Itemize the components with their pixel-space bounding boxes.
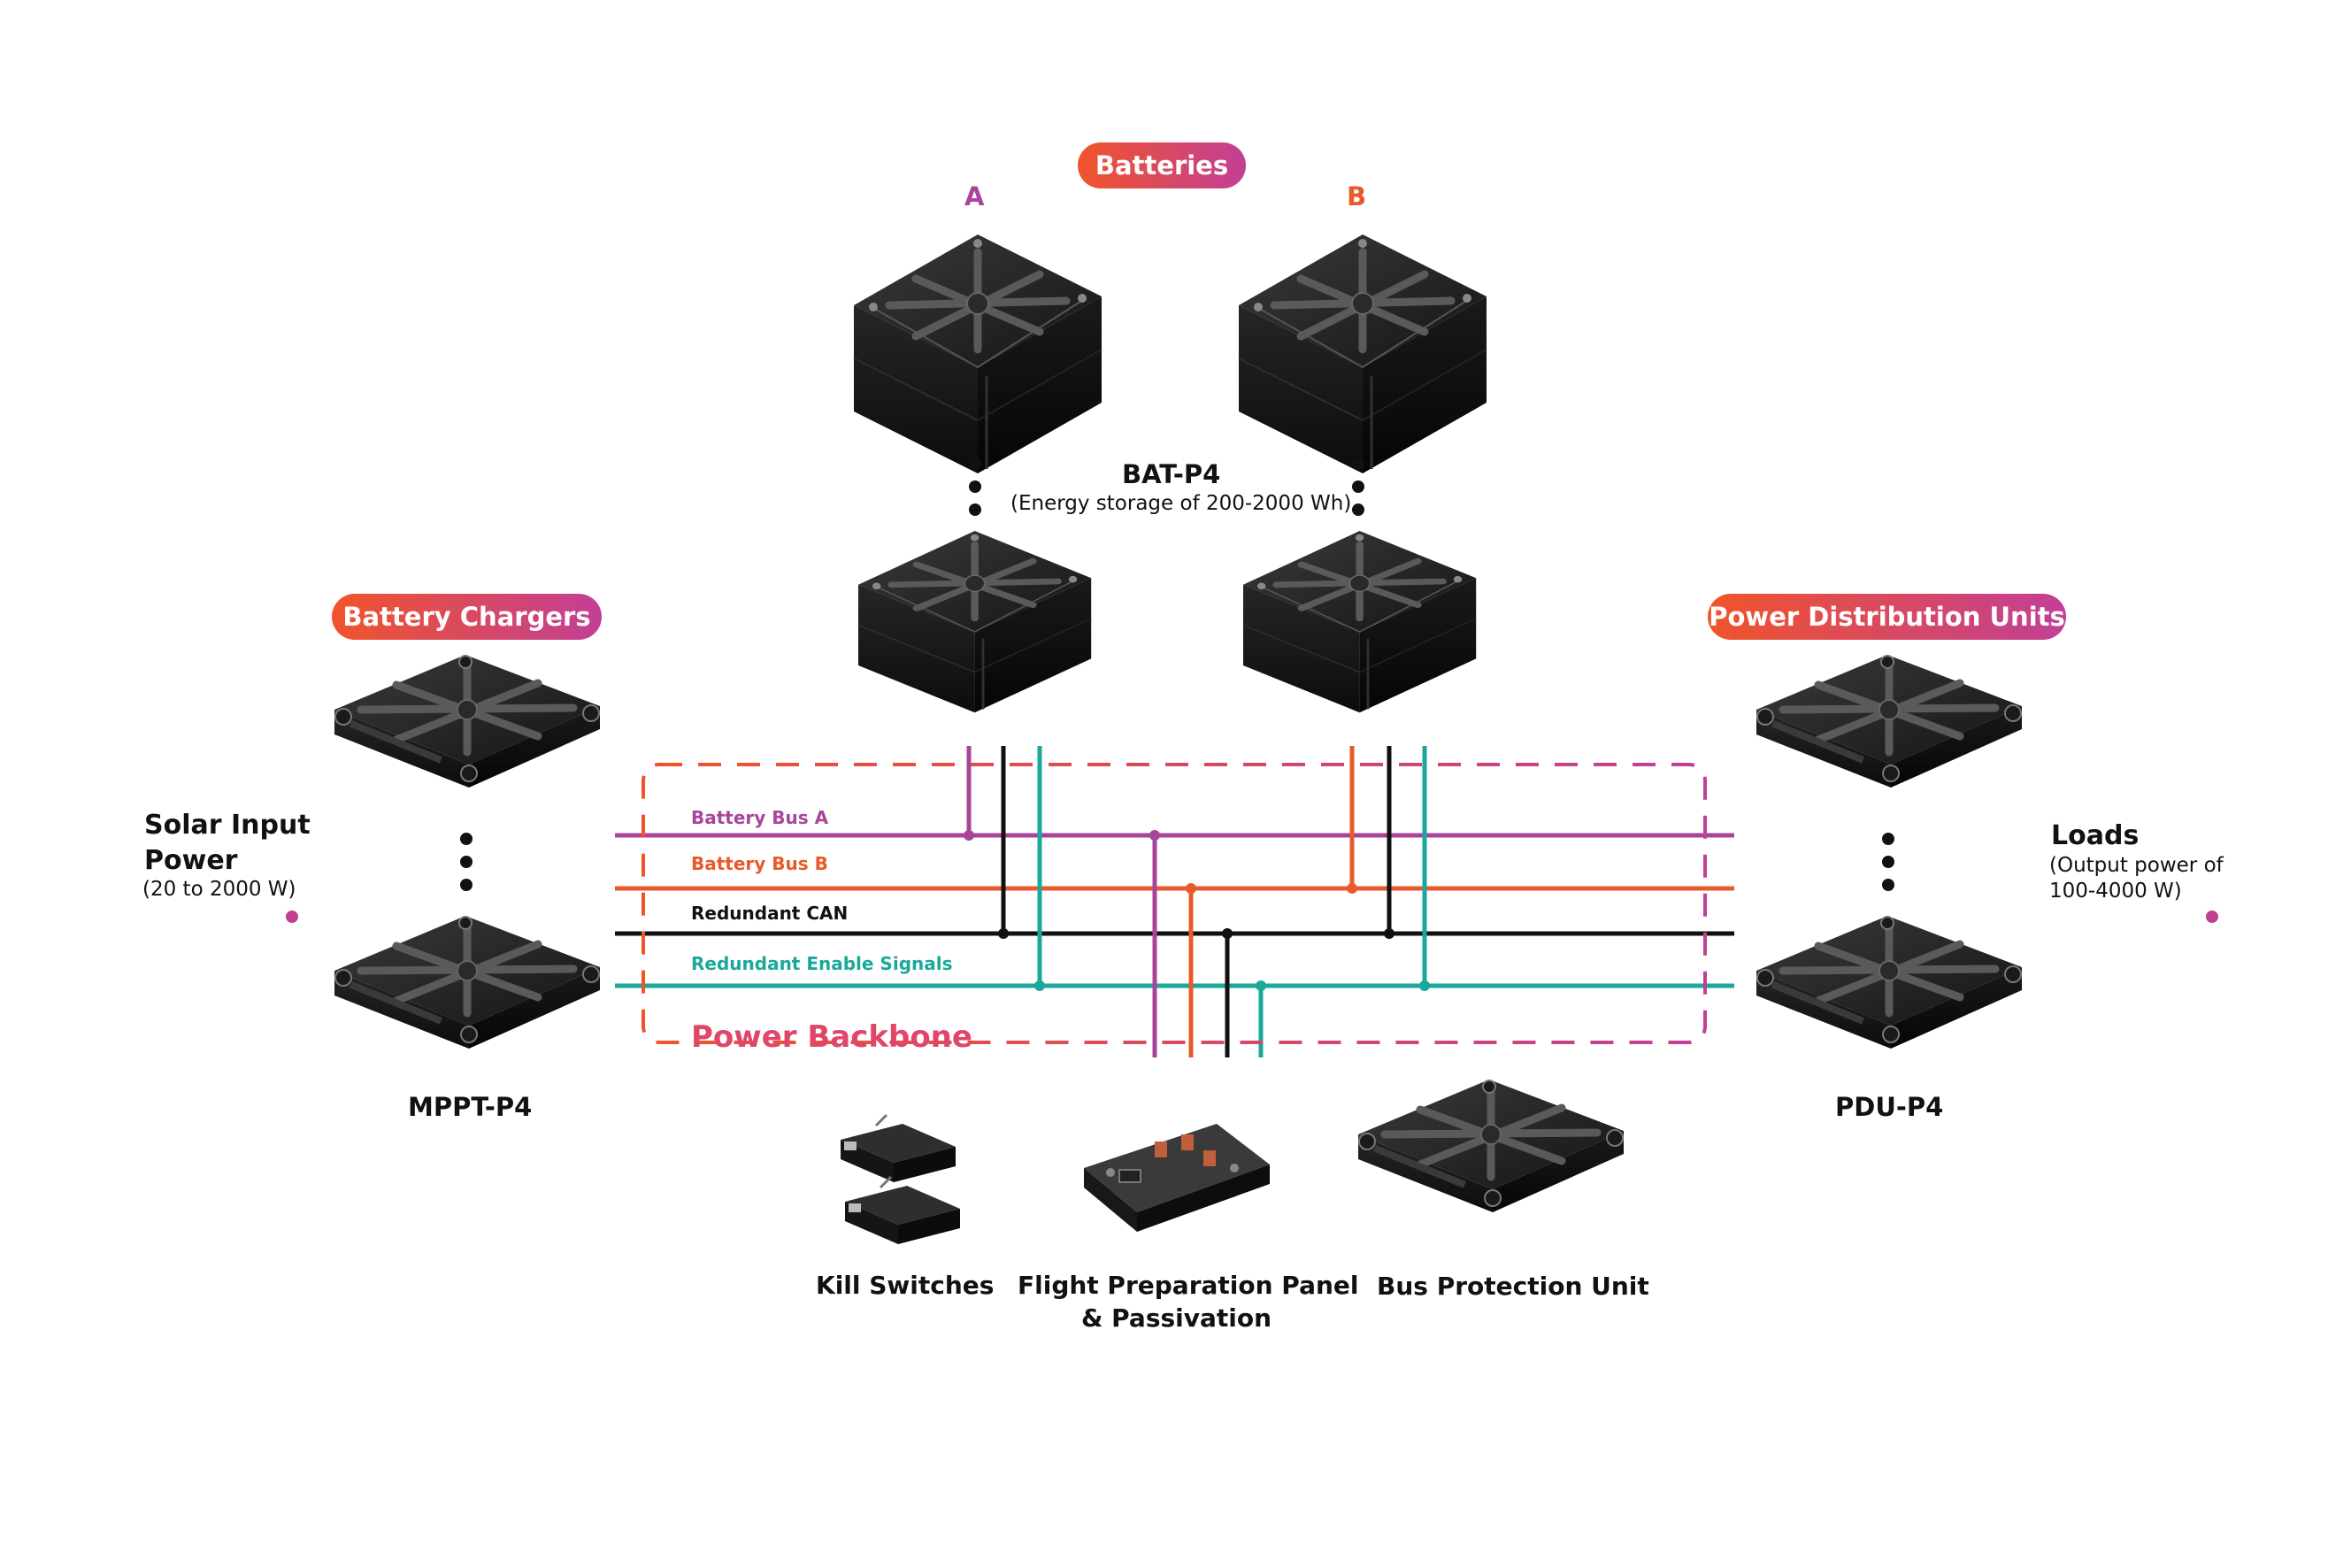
pdu-unit-top <box>1756 655 2022 788</box>
can-label: Redundant CAN <box>691 903 849 924</box>
battery-model-label: BAT-P4 <box>1122 459 1221 489</box>
solar-input-caption: (20 to 2000 W) <box>142 878 296 901</box>
charger-ellipsis <box>460 833 473 891</box>
battery-caption: (Energy storage of 200-2000 Wh) <box>1010 492 1352 515</box>
charger-unit-top <box>334 655 600 788</box>
enable-signals-label: Redundant Enable Signals <box>691 953 953 974</box>
flight-prep-panel-device <box>1084 1124 1270 1232</box>
bus-a-label: Battery Bus A <box>691 807 829 828</box>
backbone-buses <box>615 746 1734 1057</box>
battery-a-top <box>854 234 1102 473</box>
kill-switch-unit-2 <box>843 1175 962 1246</box>
charger-unit-bottom <box>334 916 600 1049</box>
flight-prep-panel-label-line1: Flight Preparation Panel <box>1018 1271 1359 1300</box>
battery-a-bottom <box>858 531 1091 712</box>
pdu-unit-bottom <box>1756 916 2022 1049</box>
loads-title: Loads <box>2051 820 2140 851</box>
power-backbone-boundary <box>642 763 1707 1044</box>
kill-switch-unit-1 <box>839 1113 957 1184</box>
pdu-ellipsis <box>1882 833 1894 891</box>
solar-input-title-line1: Solar Input <box>144 810 311 841</box>
battery-string-a-label: A <box>964 181 985 211</box>
batteries-pill: Batteries <box>1078 142 1246 188</box>
bus-protection-unit-label: Bus Protection Unit <box>1377 1272 1649 1301</box>
battery-chargers-pill: Battery Chargers <box>332 594 602 640</box>
power-backbone-title: Power Backbone <box>691 1019 972 1055</box>
flight-prep-panel-label-line2: & Passivation <box>1081 1303 1272 1333</box>
power-distribution-units-pill: Power Distribution Units <box>1708 594 2066 640</box>
battery-b-top <box>1239 234 1487 473</box>
battery-a-ellipsis <box>969 457 981 516</box>
loads-caption-line2: 100-4000 W) <box>2049 880 2182 903</box>
pdu-model-label: PDU-P4 <box>1835 1092 1944 1122</box>
bus-protection-unit-device <box>1358 1080 1624 1212</box>
bus-b-label: Battery Bus B <box>691 853 828 874</box>
battery-string-b-label: B <box>1347 181 1367 211</box>
loads-caption-line1: (Output power of <box>2049 854 2224 877</box>
solar-input-title-line2: Power <box>144 845 238 876</box>
battery-b-bottom <box>1243 531 1476 712</box>
battery-b-ellipsis <box>1352 457 1364 516</box>
kill-switches-label: Kill Switches <box>816 1271 995 1300</box>
charger-model-label: MPPT-P4 <box>408 1092 533 1122</box>
